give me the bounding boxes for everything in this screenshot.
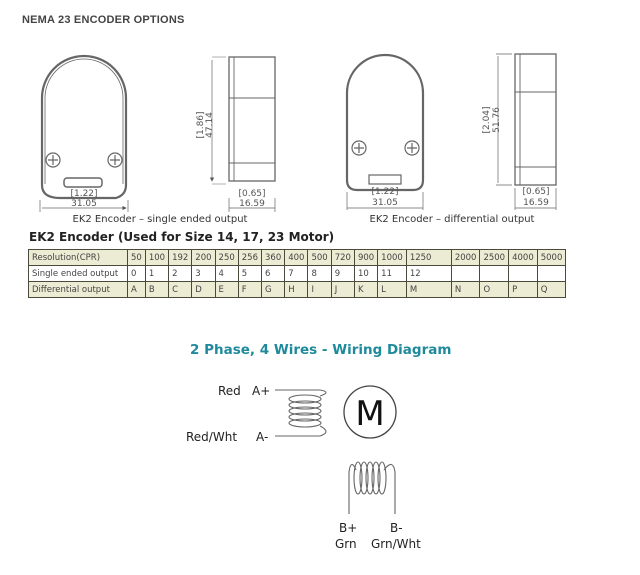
single-front-view: [39, 54, 129, 212]
phase-b-plus-label: B+: [339, 521, 357, 535]
motor-circle: [343, 385, 397, 439]
table-cell: 900: [353, 249, 379, 266]
table-cell: C: [168, 281, 193, 298]
row-label: Resolution(CPR): [28, 249, 128, 266]
table-cell: N: [450, 281, 481, 298]
table-cell: 10: [353, 265, 379, 282]
table-cell: 360: [260, 249, 286, 266]
phase-a-minus-color: Red/Wht: [186, 430, 237, 444]
phase-a-plus-color: Red: [218, 384, 241, 398]
table-cell: 2500: [479, 249, 510, 266]
differential-side-depth-in: [0.65]: [522, 187, 549, 197]
table-cell: 500: [307, 249, 332, 266]
phase-a-minus-label: A-: [256, 430, 268, 444]
table-cell: Q: [536, 281, 567, 298]
differential-side-height-in: [2.04]: [482, 106, 492, 133]
table-cell: B: [144, 281, 170, 298]
table-row-resolution: Resolution(CPR) 50 100 192 200 250 256 3…: [28, 249, 567, 266]
table-cell: 200: [191, 249, 216, 266]
table-cell: M: [405, 281, 452, 298]
differential-front-width-mm: 31.05: [372, 198, 398, 208]
phase-b-minus-color: Grn/Wht: [371, 537, 421, 551]
table-cell: 3: [191, 265, 216, 282]
table-cell: P: [508, 281, 538, 298]
table-cell: [508, 265, 538, 282]
phase-b-coil: [348, 461, 396, 514]
table-cell: 2: [168, 265, 193, 282]
table-title: EK2 Encoder (Used for Size 14, 17, 23 Mo…: [29, 230, 335, 244]
table-cell: 0: [127, 265, 146, 282]
differential-front-view: [345, 53, 425, 210]
single-side-height-mm: 47.14: [205, 112, 215, 138]
table-row-differential: Differential output A B C D E F G H I J …: [28, 281, 567, 298]
table-cell: 4: [214, 265, 239, 282]
table-cell: 4000: [508, 249, 538, 266]
single-side-height-in: [1.86]: [196, 111, 206, 138]
table-cell: 100: [144, 249, 170, 266]
table-cell: 250: [214, 249, 239, 266]
page-title: NEMA 23 ENCODER OPTIONS: [22, 14, 185, 26]
table-cell: [536, 265, 567, 282]
table-cell: 11: [377, 265, 407, 282]
encoder-table: Resolution(CPR) 50 100 192 200 250 256 3…: [28, 249, 567, 298]
motor-symbol: M: [355, 394, 384, 434]
table-cell: H: [284, 281, 309, 298]
encoder-drawings: [1.22] 31.05 [1.86] 47.14 [0.65] 16.59 E…: [39, 53, 557, 225]
table-cell: 6: [260, 265, 286, 282]
table-cell: J: [330, 281, 355, 298]
table-cell: 1000: [377, 249, 407, 266]
table-cell: 50: [127, 249, 146, 266]
table-cell: 7: [284, 265, 309, 282]
table-cell: 5000: [536, 249, 567, 266]
differential-caption: EK2 Encoder – differential output: [370, 214, 535, 225]
differential-side-view: [496, 53, 557, 210]
table-cell: E: [214, 281, 239, 298]
single-front-width-in: [1.22]: [70, 189, 97, 199]
table-cell: 256: [237, 249, 263, 266]
table-cell: 5: [237, 265, 263, 282]
wiring-title: 2 Phase, 4 Wires - Wiring Diagram: [190, 342, 452, 358]
single-side-depth-mm: 16.59: [239, 199, 265, 209]
single-side-view: [209, 56, 276, 212]
table-cell: [450, 265, 481, 282]
table-cell: 192: [168, 249, 193, 266]
table-cell: 1250: [405, 249, 452, 266]
single-front-width-mm: 31.05: [71, 199, 97, 209]
table-cell: [479, 265, 510, 282]
single-side-depth-in: [0.65]: [238, 189, 265, 199]
differential-side-height-mm: 51.76: [492, 107, 502, 133]
table-cell: 9: [330, 265, 355, 282]
phase-b-plus-color: Grn: [335, 537, 357, 551]
phase-b-minus-label: B-: [390, 521, 403, 535]
table-cell: L: [377, 281, 407, 298]
table-cell: G: [260, 281, 286, 298]
table-cell: A: [127, 281, 146, 298]
row-label: Differential output: [28, 281, 128, 298]
table-cell: 8: [307, 265, 332, 282]
table-cell: 12: [405, 265, 452, 282]
phase-a-plus-label: A+: [252, 384, 270, 398]
table-cell: K: [353, 281, 379, 298]
single-caption: EK2 Encoder – single ended output: [73, 214, 248, 225]
table-cell: 2000: [450, 249, 481, 266]
phase-a-coil: [275, 389, 327, 437]
table-cell: I: [307, 281, 332, 298]
table-cell: 1: [144, 265, 170, 282]
row-label: Single ended output: [28, 265, 128, 282]
table-cell: 400: [284, 249, 309, 266]
table-cell: F: [237, 281, 263, 298]
table-cell: 720: [330, 249, 355, 266]
differential-front-width-in: [1.22]: [371, 187, 398, 197]
table-row-single-ended: Single ended output 0 1 2 3 4 5 6 7 8 9 …: [28, 265, 567, 282]
differential-side-depth-mm: 16.59: [523, 198, 549, 208]
table-cell: O: [479, 281, 510, 298]
table-cell: D: [191, 281, 216, 298]
